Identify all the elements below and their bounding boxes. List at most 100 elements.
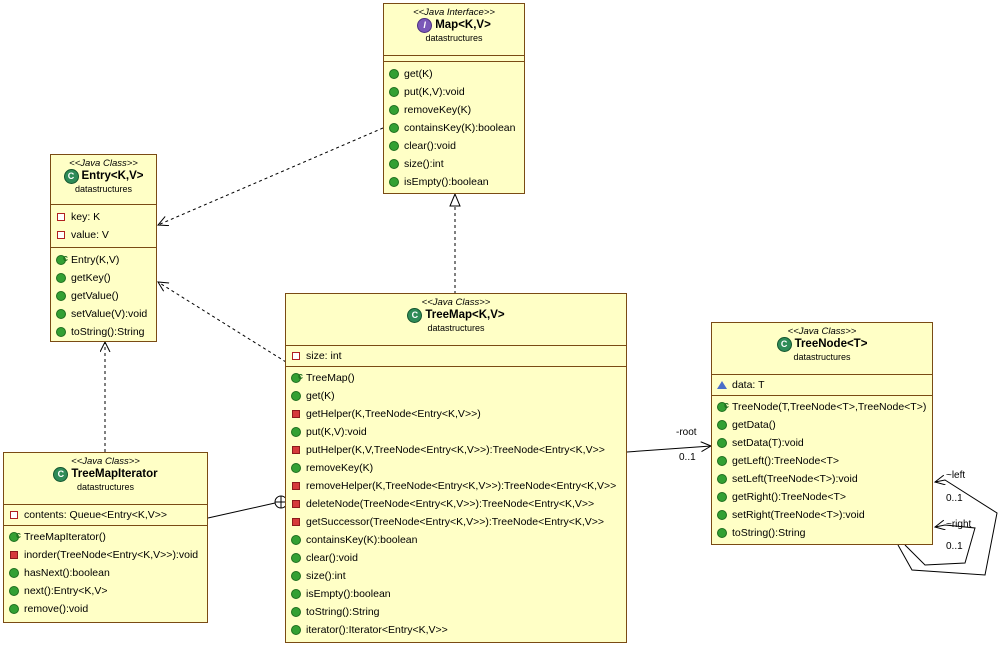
- method-row[interactable]: getValue(): [51, 287, 156, 305]
- field-row[interactable]: size: int: [286, 347, 626, 365]
- public-method-icon: [717, 510, 727, 520]
- method-row[interactable]: toString():String: [712, 524, 932, 542]
- public-method-icon: [9, 604, 19, 614]
- map-package: datastructures: [425, 33, 483, 43]
- method-row[interactable]: removeKey(K): [286, 459, 626, 477]
- public-method-icon: [291, 571, 301, 581]
- map-name: Map<K,V>: [435, 19, 491, 31]
- field-row[interactable]: data: T: [712, 376, 932, 394]
- public-method-icon: [389, 177, 399, 187]
- constructor-icon: [291, 367, 303, 385]
- method-row[interactable]: getKey(): [51, 269, 156, 287]
- map-methods: get(K) put(K,V):void removeKey(K) contai…: [384, 62, 524, 194]
- method-row[interactable]: removeKey(K): [384, 101, 524, 119]
- field-row[interactable]: contents: Queue<Entry<K,V>>: [4, 506, 207, 524]
- entry-name: Entry<K,V>: [81, 170, 144, 182]
- entry-class-box[interactable]: <<Java Class>> C Entry<K,V> datastructur…: [50, 154, 157, 342]
- method-row[interactable]: containsKey(K):boolean: [384, 119, 524, 137]
- right-multiplicity-label: 0..1: [946, 541, 963, 552]
- treemap-header: <<Java Class>> C TreeMap<K,V> datastruct…: [286, 294, 626, 346]
- field-row[interactable]: value: V: [51, 226, 156, 244]
- method-row[interactable]: iterator():Iterator<Entry<K,V>>: [286, 621, 626, 639]
- method-row[interactable]: setData(T):void: [712, 434, 932, 452]
- public-method-icon: [56, 291, 66, 301]
- public-method-icon: [389, 87, 399, 97]
- treenode-class-box[interactable]: <<Java Class>> C TreeNode<T> datastructu…: [711, 322, 933, 545]
- private-method-icon: [292, 500, 300, 508]
- association-left: [897, 480, 998, 576]
- association-root: [626, 446, 711, 453]
- constructor-icon: [9, 526, 21, 544]
- public-method-icon: [717, 528, 727, 538]
- association-right: [904, 525, 976, 566]
- method-row[interactable]: Entry(K,V): [51, 249, 156, 269]
- method-row[interactable]: get(K): [384, 65, 524, 83]
- treenode-fields: data: T: [712, 375, 932, 396]
- method-row[interactable]: removeHelper(K,TreeNode<Entry<K,V>>):Tre…: [286, 477, 626, 495]
- method-row[interactable]: toString():String: [51, 323, 156, 341]
- private-field-icon: [292, 352, 300, 360]
- treemap-class-box[interactable]: <<Java Class>> C TreeMap<K,V> datastruct…: [285, 293, 627, 643]
- method-row[interactable]: clear():void: [384, 137, 524, 155]
- iterator-title: C TreeMapIterator: [4, 467, 207, 482]
- entry-title: C Entry<K,V>: [51, 169, 156, 184]
- map-interface-box[interactable]: <<Java Interface>> I Map<K,V> datastruct…: [383, 3, 525, 194]
- method-row[interactable]: remove():void: [4, 600, 207, 618]
- method-row[interactable]: next():Entry<K,V>: [4, 582, 207, 600]
- method-row[interactable]: clear():void: [286, 549, 626, 567]
- iterator-package: datastructures: [76, 482, 135, 492]
- class-icon: C: [53, 467, 69, 482]
- method-row[interactable]: getLeft():TreeNode<T>: [712, 452, 932, 470]
- method-row[interactable]: setLeft(TreeNode<T>):void: [712, 470, 932, 488]
- treenode-name: TreeNode<T>: [794, 338, 868, 350]
- method-row[interactable]: TreeMap(): [286, 367, 626, 387]
- method-row[interactable]: containsKey(K):boolean: [286, 531, 626, 549]
- private-method-icon: [292, 446, 300, 454]
- public-method-icon: [291, 553, 301, 563]
- method-row[interactable]: getSuccessor(TreeNode<Entry<K,V>>):TreeN…: [286, 513, 626, 531]
- method-row[interactable]: getRight():TreeNode<T>: [712, 488, 932, 506]
- method-row[interactable]: size():int: [384, 155, 524, 173]
- method-row[interactable]: hasNext():boolean: [4, 564, 207, 582]
- method-row[interactable]: getData(): [712, 416, 932, 434]
- public-method-icon: [56, 309, 66, 319]
- public-method-icon: [291, 589, 301, 599]
- class-icon: C: [63, 169, 79, 184]
- method-row[interactable]: isEmpty():boolean: [384, 173, 524, 191]
- treemap-name: TreeMap<K,V>: [425, 309, 505, 321]
- iterator-stereotype: <<Java Class>>: [71, 456, 140, 467]
- iterator-class-box[interactable]: <<Java Class>> C TreeMapIterator datastr…: [3, 452, 208, 623]
- nesting-iterator-treemap: [207, 502, 276, 519]
- treenode-header: <<Java Class>> C TreeNode<T> datastructu…: [712, 323, 932, 375]
- field-row[interactable]: key: K: [51, 208, 156, 226]
- method-row[interactable]: toString():String: [286, 603, 626, 621]
- method-row[interactable]: getHelper(K,TreeNode<Entry<K,V>>): [286, 405, 626, 423]
- class-icon: C: [776, 337, 792, 352]
- private-method-icon: [10, 551, 18, 559]
- method-row[interactable]: putHelper(K,V,TreeNode<Entry<K,V>>):Tree…: [286, 441, 626, 459]
- left-multiplicity-label: 0..1: [946, 493, 963, 504]
- method-row[interactable]: setValue(V):void: [51, 305, 156, 323]
- public-method-icon: [389, 69, 399, 79]
- left-role-label: ~left: [946, 470, 966, 481]
- constructor-icon: [717, 396, 729, 414]
- method-row[interactable]: put(K,V):void: [384, 83, 524, 101]
- treemap-title: C TreeMap<K,V>: [286, 308, 626, 323]
- method-row[interactable]: TreeNode(T,TreeNode<T>,TreeNode<T>): [712, 396, 932, 416]
- private-field-icon: [10, 511, 18, 519]
- method-row[interactable]: put(K,V):void: [286, 423, 626, 441]
- method-row[interactable]: size():int: [286, 567, 626, 585]
- map-stereotype: <<Java Interface>>: [413, 7, 495, 18]
- method-row[interactable]: TreeMapIterator(): [4, 526, 207, 546]
- method-row[interactable]: setRight(TreeNode<T>):void: [712, 506, 932, 524]
- method-row[interactable]: isEmpty():boolean: [286, 585, 626, 603]
- root-multiplicity-label: 0..1: [679, 452, 696, 463]
- method-row[interactable]: inorder(TreeNode<Entry<K,V>>):void: [4, 546, 207, 564]
- realization-arrowhead: [449, 192, 461, 207]
- method-row[interactable]: deleteNode(TreeNode<Entry<K,V>>):TreeNod…: [286, 495, 626, 513]
- interface-icon: I: [417, 18, 433, 33]
- method-row[interactable]: get(K): [286, 387, 626, 405]
- class-icon: C: [407, 308, 423, 323]
- public-method-icon: [56, 327, 66, 337]
